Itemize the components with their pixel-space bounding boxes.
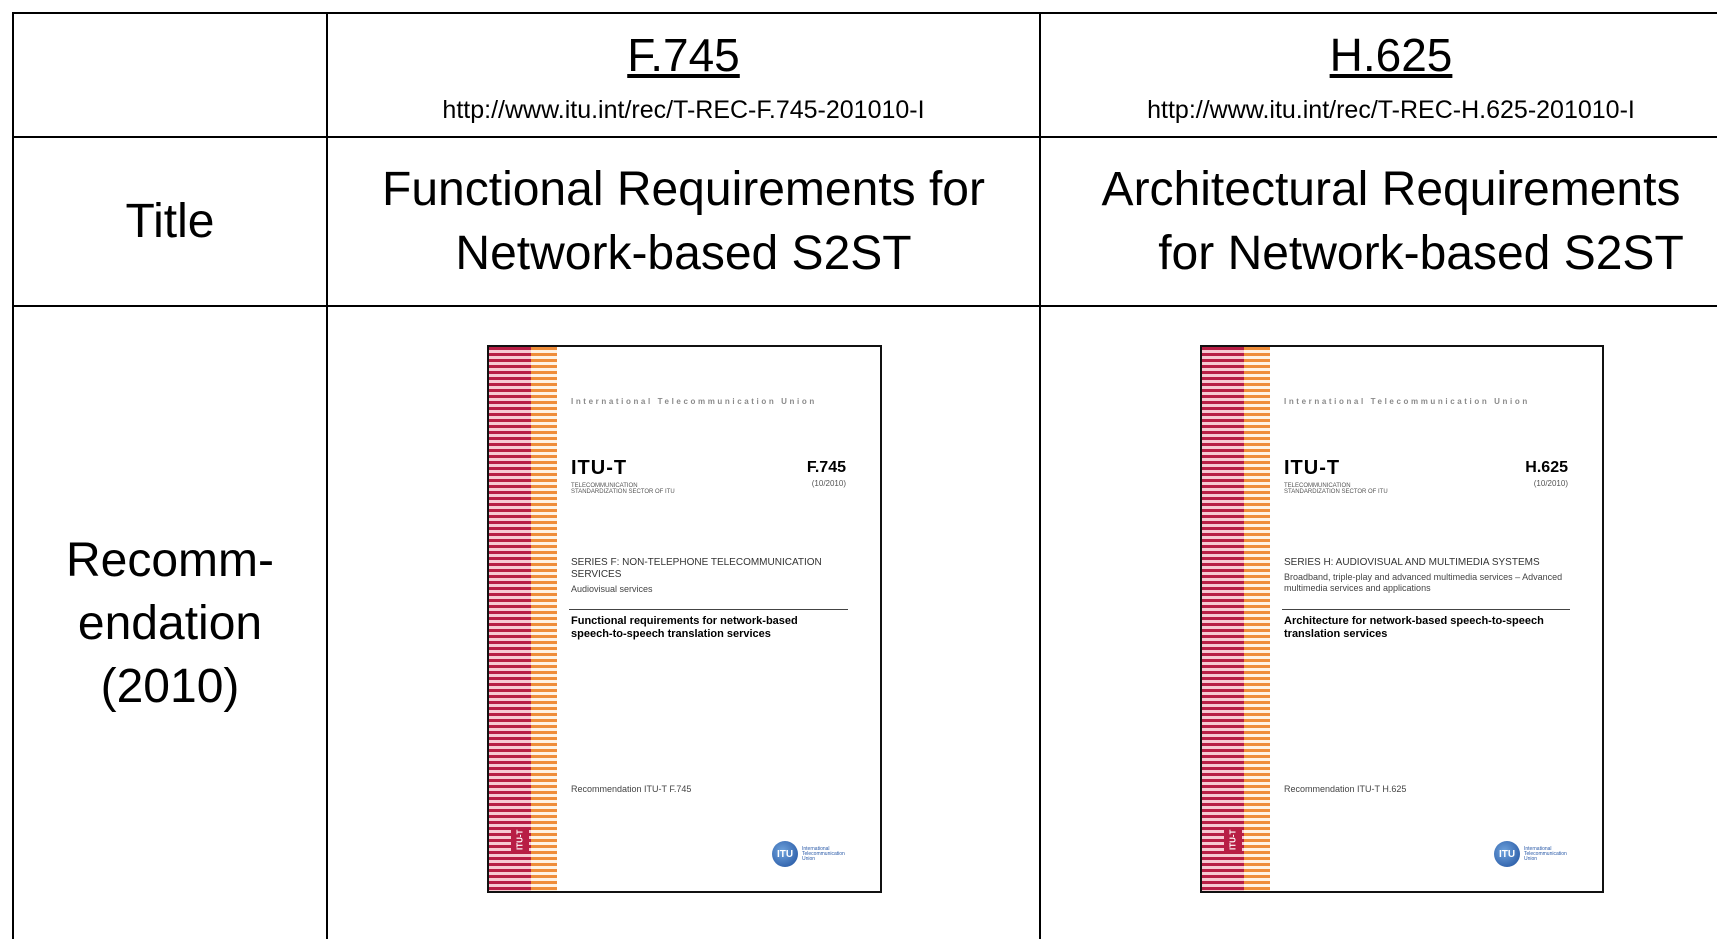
- cover-date: (10/2010): [1533, 479, 1568, 488]
- title-cell-h625: Architectural Requirements for Network-b…: [1041, 138, 1717, 305]
- cover-title: Architecture for network-based speech-to…: [1284, 615, 1544, 640]
- itu-globe-icon: ITU: [1494, 841, 1520, 867]
- cover-series-sub: Broadband, triple-play and advanced mult…: [1284, 572, 1563, 593]
- rec-code-h625[interactable]: H.625: [1329, 28, 1453, 81]
- title-h625-line-2: for Network-based S2ST: [1158, 226, 1684, 280]
- table-border-left: [12, 12, 14, 939]
- table-col-divider-2: [1039, 12, 1041, 939]
- title-h625-line-1: Architectural Requirements: [1101, 162, 1681, 216]
- table-col-divider-1: [326, 12, 328, 939]
- cover-stripe-red: [489, 347, 531, 891]
- row-label-rec-line-3: (2010): [100, 659, 240, 713]
- table-border-top: [12, 12, 1717, 14]
- header-cell-h625: H.625 http://www.itu.int/rec/T-REC-H.625…: [1041, 14, 1717, 136]
- cover-spine-tag: ITU-T: [511, 827, 529, 853]
- title-f745-line-2: Network-based S2ST: [455, 226, 912, 280]
- cover-recommendation: Recommendation ITU-T H.625: [1284, 784, 1407, 794]
- row-label-recommendation: Recomm- endation (2010): [14, 307, 326, 939]
- itu-logo-icon: ITU International Telecommunication Unio…: [772, 841, 846, 867]
- cover-series-sub: Audiovisual services: [571, 584, 653, 594]
- cover-series-text: SERIES F: NON-TELEPHONE TELECOMMUNICATIO…: [571, 557, 822, 580]
- cover-brand: ITU-T: [1284, 457, 1341, 479]
- cover-stripe-orange: [531, 347, 557, 891]
- cover-recommendation: Recommendation ITU-T F.745: [571, 784, 692, 794]
- row-label-rec-line-2: endation: [77, 596, 263, 650]
- cover-org: International Telecommunication Union: [571, 397, 817, 406]
- row-label-title-text: Title: [125, 194, 215, 248]
- row-label-title: Title: [14, 138, 326, 305]
- cover-stripe-orange: [1244, 347, 1270, 891]
- cover-spine-tag: ITU-T: [1224, 827, 1242, 853]
- cover-stripe-red: [1202, 347, 1244, 891]
- cover-code: H.625: [1525, 459, 1568, 476]
- itu-logo-icon: ITU International Telecommunication Unio…: [1494, 841, 1568, 867]
- cover-sector: TELECOMMUNICATION STANDARDIZATION SECTOR…: [1284, 483, 1388, 495]
- cover-h625[interactable]: ITU-T International Telecommunication Un…: [1200, 345, 1604, 893]
- rec-url-f745[interactable]: http://www.itu.int/rec/T-REC-F.745-20101…: [442, 95, 925, 124]
- cover-series-text: SERIES H: AUDIOVISUAL AND MULTIMEDIA SYS…: [1284, 557, 1540, 568]
- table-divider-2: [12, 305, 1717, 307]
- table-divider-1: [12, 136, 1717, 138]
- cover-title: Functional requirements for network-base…: [571, 615, 798, 640]
- cover-brand: ITU-T: [571, 457, 628, 479]
- cover-rule: [569, 609, 848, 610]
- cover-f745[interactable]: ITU-T International Telecommunication Un…: [487, 345, 882, 893]
- header-cell-f745: F.745 http://www.itu.int/rec/T-REC-F.745…: [328, 14, 1039, 136]
- row-label-rec-line-1: Recomm-: [65, 533, 274, 587]
- cover-rule: [1282, 609, 1570, 610]
- cover-org: International Telecommunication Union: [1284, 397, 1530, 406]
- cover-series: SERIES H: AUDIOVISUAL AND MULTIMEDIA SYS…: [1284, 557, 1569, 594]
- itu-logo-text: International Telecommunication Union: [1524, 845, 1567, 862]
- cover-sector: TELECOMMUNICATION STANDARDIZATION SECTOR…: [571, 483, 675, 495]
- title-f745-line-1: Functional Requirements for: [382, 162, 985, 216]
- itu-logo-text: International Telecommunication Union: [802, 845, 845, 862]
- rec-code-f745[interactable]: F.745: [627, 28, 740, 81]
- cover-code: F.745: [806, 459, 846, 476]
- rec-url-h625[interactable]: http://www.itu.int/rec/T-REC-H.625-20101…: [1147, 95, 1635, 124]
- cover-date: (10/2010): [811, 479, 846, 488]
- cover-series: SERIES F: NON-TELEPHONE TELECOMMUNICATIO…: [571, 557, 841, 595]
- itu-globe-icon: ITU: [772, 841, 798, 867]
- title-cell-f745: Functional Requirements for Network-base…: [328, 138, 1039, 305]
